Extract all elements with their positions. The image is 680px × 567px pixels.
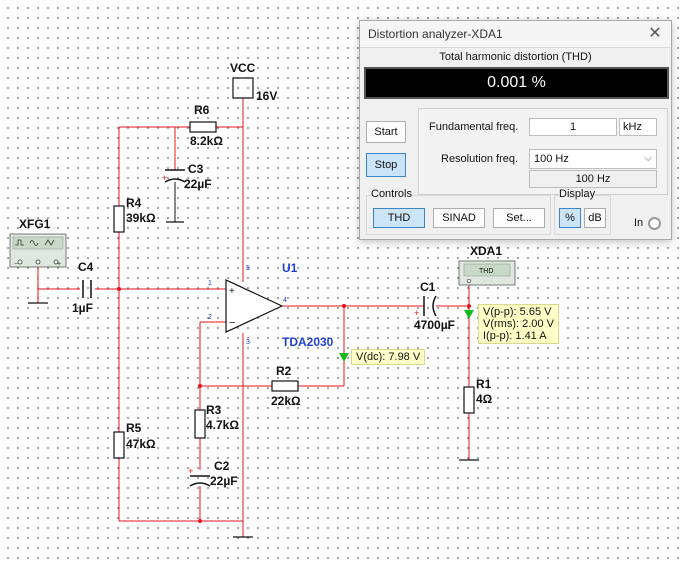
r1-name: R1 xyxy=(476,377,492,391)
c3-value: 22µF xyxy=(184,177,212,191)
probe-ipp: I(p-p): 1.41 A xyxy=(483,330,547,342)
u1-name: U1 xyxy=(282,261,298,275)
square-wave-icon xyxy=(15,239,24,246)
thd-label: Total harmonic distortion (THD) xyxy=(439,51,592,63)
dc-probe-readout: V(dc): 7.98 V xyxy=(351,349,426,365)
c2-name: C2 xyxy=(214,459,230,473)
stop-button[interactable]: Stop xyxy=(366,153,406,177)
probe-vdc: V(dc): 7.98 V xyxy=(356,351,421,363)
xfg1-name: XFG1 xyxy=(19,217,51,231)
pin-2: 2 xyxy=(208,314,212,321)
junctions xyxy=(117,287,471,523)
settings-button[interactable]: Set... xyxy=(493,208,545,228)
pin-1: 1 xyxy=(208,280,212,287)
close-icon[interactable]: ✕ xyxy=(648,25,662,42)
distortion-analyzer-xda1[interactable]: XDA1 THD xyxy=(458,244,516,286)
r1-value: 4Ω xyxy=(476,392,493,406)
ground-xfg1 xyxy=(28,289,48,304)
start-button[interactable]: Start xyxy=(366,121,406,143)
resolution-freq-label: Resolution freq. xyxy=(441,153,519,165)
window-titlebar[interactable]: Distortion analyzer-XDA1 ✕ xyxy=(360,21,671,48)
fundamental-freq-label: Fundamental freq. xyxy=(429,121,519,133)
c3-name: C3 xyxy=(188,162,204,176)
r3-name: R3 xyxy=(206,403,222,417)
r5-value: 47kΩ xyxy=(126,437,156,451)
r2-name: R2 xyxy=(276,364,292,378)
c1-plus: + xyxy=(414,308,419,318)
c2-plus: + xyxy=(188,466,193,476)
distortion-analyzer-window[interactable]: Distortion analyzer-XDA1 ✕ Total harmoni… xyxy=(359,20,672,240)
svg-text:+: + xyxy=(229,286,235,297)
c1-value: 4700µF xyxy=(414,318,455,332)
resistor-r6[interactable]: R6 8.2kΩ xyxy=(189,103,223,148)
resistor-r2[interactable]: R2 22kΩ xyxy=(271,364,301,408)
r6-name: R6 xyxy=(194,103,210,117)
percent-display-button[interactable]: % xyxy=(559,208,581,228)
output-probe-icon[interactable] xyxy=(464,310,474,319)
resolution-readout: 100 Hz xyxy=(529,170,657,188)
display-group: Display % dB xyxy=(554,188,611,235)
c2-value: 22µF xyxy=(210,474,238,488)
window-title: Distortion analyzer-XDA1 xyxy=(368,27,503,41)
c4-value: 1µF xyxy=(72,301,93,315)
r6-value: 8.2kΩ xyxy=(190,134,223,148)
probe-vrms: V(rms): 2.00 V xyxy=(483,318,554,330)
probe-vpp: V(p-p): 5.65 V xyxy=(483,306,552,318)
capacitor-c1[interactable] xyxy=(423,295,437,317)
resistor-r4[interactable]: R4 39kΩ xyxy=(113,196,156,233)
controls-group: Controls THD SINAD Set... xyxy=(366,188,551,235)
vcc-value: 16V xyxy=(256,89,277,103)
r5-name: R5 xyxy=(126,421,142,435)
c1-name: C1 xyxy=(420,280,436,294)
input-terminal-label: In xyxy=(634,217,644,229)
sine-wave-icon xyxy=(29,240,39,246)
capacitor-c2[interactable] xyxy=(189,475,211,487)
resolution-freq-value: 100 Hz xyxy=(534,153,569,165)
capacitor-c3[interactable] xyxy=(164,169,186,223)
u1-part: TDA2030 xyxy=(282,335,334,349)
xda1-name: XDA1 xyxy=(470,244,502,258)
controls-label: Controls xyxy=(371,188,412,200)
r4-name: R4 xyxy=(126,196,142,210)
function-generator-xfg1[interactable]: XFG1 − + xyxy=(9,217,67,268)
vcc-source[interactable]: VCC 16V xyxy=(230,61,277,103)
r4-value: 39kΩ xyxy=(126,211,156,225)
resolution-freq-select[interactable]: 100 Hz ⌵ xyxy=(529,149,657,169)
db-display-button[interactable]: dB xyxy=(584,208,606,228)
c3-plus: + xyxy=(162,173,167,183)
r3-value: 4.7kΩ xyxy=(206,418,239,432)
input-terminal-icon[interactable] xyxy=(648,217,661,230)
fundamental-unit-select[interactable]: kHz xyxy=(619,118,657,136)
wires xyxy=(37,98,470,537)
display-label: Display xyxy=(559,188,596,200)
fundamental-freq-input[interactable]: 1 xyxy=(529,118,617,136)
thd-reading-display: 0.001 % xyxy=(364,67,669,99)
svg-text:−: − xyxy=(14,261,18,268)
svg-text:+: + xyxy=(57,261,61,268)
thd-mode-button[interactable]: THD xyxy=(373,208,425,228)
capacitor-c4[interactable] xyxy=(82,280,92,298)
frequency-group: Fundamental freq. 1 kHz Resolution freq.… xyxy=(418,108,668,195)
output-probe-readout: V(p-p): 5.65 V V(rms): 2.00 V I(p-p): 1.… xyxy=(478,304,559,344)
resistor-r1[interactable]: R1 4Ω xyxy=(463,377,493,414)
pin-5: 5 xyxy=(246,265,250,272)
chevron-down-icon: ⌵ xyxy=(644,153,652,164)
resistor-r5[interactable]: R5 47kΩ xyxy=(113,421,156,459)
c4-name: C4 xyxy=(78,260,94,274)
resistor-r3[interactable]: R3 4.7kΩ xyxy=(194,403,239,439)
pin-4: 4 xyxy=(283,297,287,304)
r2-value: 22kΩ xyxy=(271,394,301,408)
dc-probe-icon[interactable] xyxy=(339,353,349,362)
triangle-wave-icon xyxy=(44,239,55,246)
svg-text:−: − xyxy=(229,317,235,329)
sinad-mode-button[interactable]: SINAD xyxy=(433,208,485,228)
pin-3: 3 xyxy=(246,339,250,346)
xda1-face-label: THD xyxy=(479,268,493,275)
opamp-u1[interactable]: + − 1 2 3 4 5 U1 TDA2030 xyxy=(208,261,334,349)
vcc-label: VCC xyxy=(230,61,256,75)
